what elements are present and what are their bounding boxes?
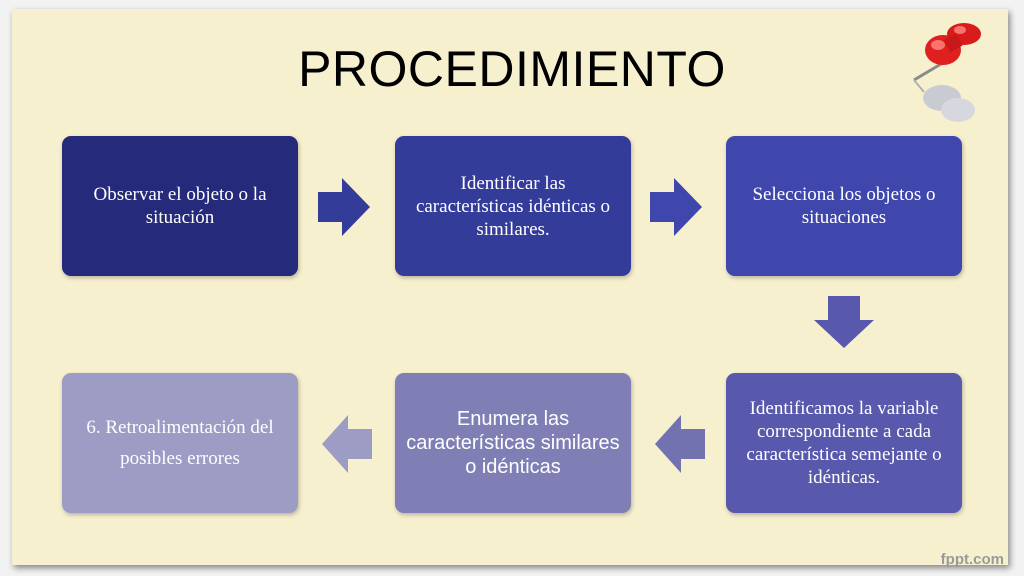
step-6-text-line-2: posibles errores bbox=[120, 448, 240, 469]
step-4-text: Identificamos la variable correspondient… bbox=[746, 398, 942, 488]
arrow-down-icon bbox=[814, 296, 874, 348]
slide-title: PROCEDIMIENTO bbox=[298, 41, 726, 97]
arrow-right-icon bbox=[318, 178, 370, 236]
arrow-left-icon bbox=[655, 415, 705, 473]
step-box-4: Identificamos la variable correspondient… bbox=[726, 373, 962, 513]
arrow-left-icon bbox=[322, 415, 372, 473]
step-box-2: Identificar las características idéntica… bbox=[395, 136, 631, 276]
brand-watermark: fppt.com bbox=[940, 551, 1004, 568]
step-5-text: Enumera las características similares o … bbox=[406, 408, 620, 478]
step-box-6: 6. Retroalimentación del posibles errore… bbox=[62, 373, 298, 513]
step-box-1: Observar el objeto o la situación bbox=[62, 136, 298, 276]
step-3-text: Selecciona los objetos o situaciones bbox=[752, 184, 936, 228]
pushpin-icon bbox=[913, 23, 981, 122]
step-box-3: Selecciona los objetos o situaciones bbox=[726, 136, 962, 276]
step-1-text: Observar el objeto o la situación bbox=[93, 184, 267, 228]
step-6-text-line-1: 6. Retroalimentación del bbox=[86, 417, 274, 438]
step-box-5: Enumera las características similares o … bbox=[395, 373, 631, 513]
arrow-right-icon bbox=[650, 178, 702, 236]
step-2-text: Identificar las características idéntica… bbox=[415, 172, 611, 240]
